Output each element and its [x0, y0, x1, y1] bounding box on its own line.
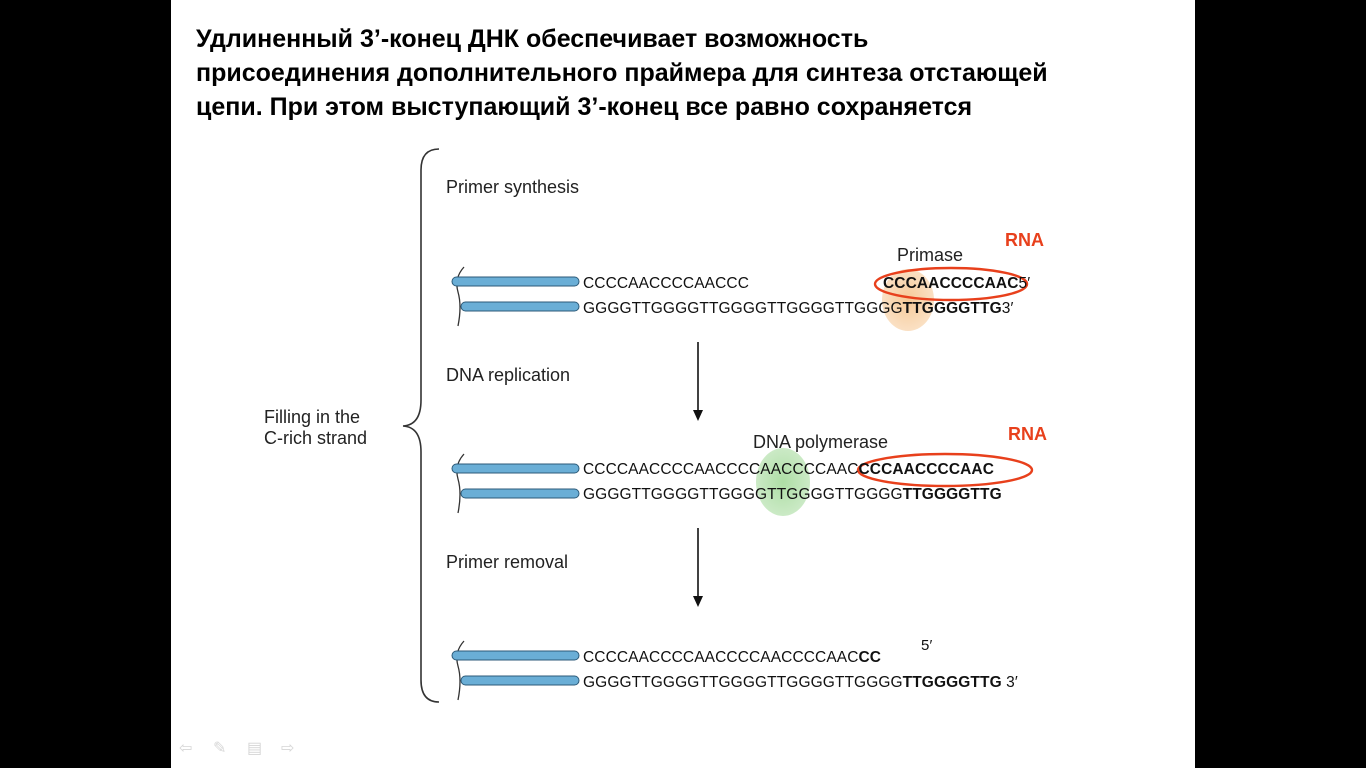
- top-strand-end-3: 5′: [921, 637, 933, 654]
- step-label-primer-synthesis: Primer synthesis: [446, 177, 580, 197]
- rna-primer-ellipse-2: [856, 452, 1034, 488]
- slide: Удлиненный 3’-конец ДНК обеспечивает воз…: [171, 0, 1195, 768]
- strand-bottom-3: [460, 675, 580, 686]
- rna-label-2: RNA: [1008, 424, 1047, 444]
- strand-top-3: [451, 650, 580, 661]
- menu-icon[interactable]: ▤: [247, 740, 263, 757]
- strand-bottom-2: [460, 488, 580, 499]
- bracket-label: Filling in the C-rich strand: [264, 407, 368, 448]
- enzyme-label-primase: Primase: [897, 245, 964, 265]
- slide-title: Удлиненный 3’-конец ДНК обеспечивает воз…: [196, 25, 1048, 121]
- primase-glow: [882, 269, 934, 331]
- bracket-brace: [402, 148, 440, 703]
- bottom-strand-seq-3: GGGGTTGGGGTTGGGGTTGGGGTTGGGGTTGGGGTTG 3′: [583, 674, 1018, 691]
- strand-top-2: [451, 463, 580, 474]
- bottom-strand-seq-2: GGGGTTGGGGTTGGGGTTGGGGTTGGGGTTGGGGTTG: [583, 486, 1002, 503]
- bottom-strand-seq-1: GGGGTTGGGGTTGGGGTTGGGGTTGGGGTTGGGGTTG3′: [583, 300, 1014, 317]
- rna-primer-seq-1: CCCAACCCCAAC5′: [883, 275, 1031, 292]
- strand-top-1: [451, 276, 580, 287]
- top-strand-seq-1: CCCCAACCCCAACCC: [583, 275, 749, 292]
- top-strand-seq-3: CCCCAACCCCAACCCCAACCCCAACCC: [583, 649, 882, 666]
- diagram-graphics: [402, 148, 1034, 703]
- step-label-primer-removal: Primer removal: [446, 552, 569, 572]
- forward-arrow-icon[interactable]: ⇨: [281, 740, 295, 757]
- top-strand-seq-2: CCCCAACCCCAACCCCAACCCCAACCCCAACCCCAAC: [583, 461, 995, 478]
- rna-primer-ellipse-1: [873, 266, 1029, 302]
- enzyme-label-dna-polymerase: DNA polymerase: [753, 432, 889, 452]
- polymerase-glow: [756, 448, 810, 516]
- strand-bottom-1: [460, 301, 580, 312]
- step-label-dna-replication: DNA replication: [446, 365, 571, 385]
- pen-icon[interactable]: ✎: [213, 740, 227, 757]
- rna-label-1: RNA: [1005, 230, 1044, 250]
- back-arrow-icon[interactable]: ⇦: [179, 740, 193, 757]
